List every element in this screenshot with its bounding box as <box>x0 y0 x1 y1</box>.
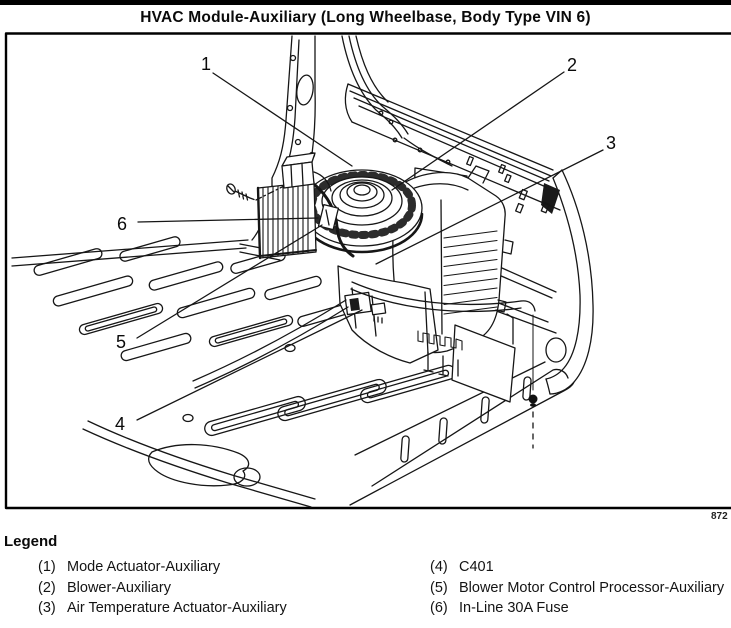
hvac-module <box>193 153 538 448</box>
callout-5: 5 <box>115 332 127 352</box>
leader-2 <box>392 72 564 190</box>
leader-4 <box>137 310 362 420</box>
legend-item-label: Blower Motor Control Processor-Auxiliary <box>459 579 725 596</box>
legend-item: (4) C401 <box>430 557 724 578</box>
legend-item-number: (6) <box>430 600 448 616</box>
legend-item: (6) In-Line 30A Fuse <box>430 598 724 619</box>
figure-number: 872 <box>711 511 728 522</box>
legend-item: (3) Air Temperature Actuator-Auxiliary <box>38 598 287 619</box>
legend-item-label: Mode Actuator-Auxiliary <box>67 559 221 575</box>
top-rule <box>0 0 731 5</box>
legend-heading: Legend <box>4 533 58 550</box>
fastener-bolt <box>528 315 538 448</box>
callout-2: 2 <box>566 55 578 75</box>
legend-column-left: (1) Mode Actuator-Auxiliary (2) Blower-Aux… <box>38 557 287 619</box>
legend-item-number: (5) <box>430 579 448 596</box>
legend-item: (1) Mode Actuator-Auxiliary <box>38 557 287 578</box>
body-side-panel <box>345 84 560 213</box>
legend-item: (5) Blower Motor Control Processor-Auxili… <box>430 578 724 599</box>
leader-1 <box>213 73 352 166</box>
page-title: HVAC Module-Auxiliary (Long Wheelbase, B… <box>140 9 591 26</box>
legend-item-label: Air Temperature Actuator-Auxiliary <box>67 600 287 616</box>
callout-6: 6 <box>116 214 128 234</box>
inline-fuse <box>319 205 339 230</box>
leader-6 <box>138 218 318 222</box>
leader-lines <box>137 72 603 420</box>
legend-column-right: (4) C401 (5) Blower Motor Control Processo… <box>430 557 724 619</box>
leader-3 <box>376 150 603 264</box>
leader-5 <box>137 225 322 338</box>
lower-bracket-connectors <box>338 266 515 402</box>
diagram-frame-border <box>6 34 731 509</box>
callout-3: 3 <box>605 133 617 153</box>
legend-item-label: C401 <box>459 559 494 575</box>
mounting-screw <box>225 183 284 200</box>
legend-item-number: (1) <box>38 559 56 575</box>
wiring-harness <box>193 185 535 388</box>
legend-item-number: (2) <box>38 579 56 596</box>
callout-4: 4 <box>114 414 126 434</box>
callout-1: 1 <box>200 54 212 74</box>
legend-item-number: (4) <box>430 559 448 575</box>
legend-item-label: In-Line 30A Fuse <box>459 600 569 616</box>
c401-connector <box>371 303 385 323</box>
legend-item-label: Blower-Auxiliary <box>67 579 171 596</box>
legend-item-number: (3) <box>38 600 56 616</box>
wheel-arch <box>541 170 593 394</box>
legend-item: (2) Blower-Auxiliary <box>38 578 287 599</box>
